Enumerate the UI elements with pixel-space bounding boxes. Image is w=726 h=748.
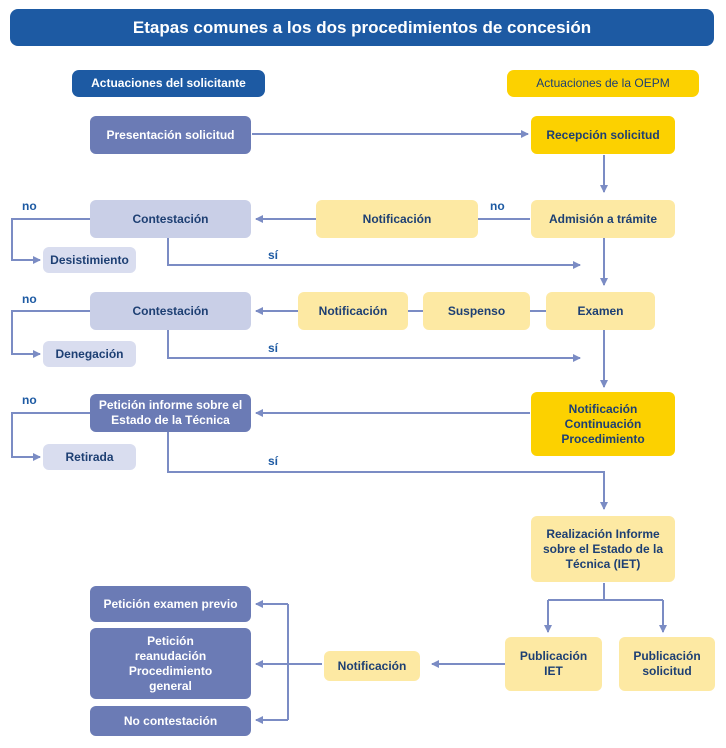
label-no-3: no	[22, 292, 37, 306]
contestacion-box-2: Contestación	[90, 292, 251, 330]
publicacion-solicitud-box: Publicación solicitud	[619, 637, 715, 691]
label-si-3: sí	[268, 454, 278, 468]
recepcion-solicitud-box: Recepción solicitud	[531, 116, 675, 154]
desistimiento-box: Desistimiento	[43, 247, 136, 273]
peticion-examen-box: Petición examen previo	[90, 586, 251, 622]
label-si-2: sí	[268, 341, 278, 355]
denegacion-box: Denegación	[43, 341, 136, 367]
label-si-1: sí	[268, 248, 278, 262]
peticion-informe-box: Petición informe sobre el Estado de la T…	[90, 394, 251, 432]
label-no-4: no	[22, 393, 37, 407]
notificacion-continuacion-box: Notificación Continuación Procedimiento	[531, 392, 675, 456]
label-no-1: no	[22, 199, 37, 213]
publicacion-iet-box: Publicación IET	[505, 637, 602, 691]
label-no-2: no	[490, 199, 505, 213]
realizacion-iet-box: Realización Informe sobre el Estado de l…	[531, 516, 675, 582]
no-contestacion-box: No contestación	[90, 706, 251, 736]
notificacion-box-3: Notificación	[324, 651, 420, 681]
peticion-reanudacion-box: Petición reanudación Procedimiento gener…	[90, 628, 251, 699]
notificacion-box-1: Notificación	[316, 200, 478, 238]
contestacion-box-1: Contestación	[90, 200, 251, 238]
notificacion-box-2: Notificación	[298, 292, 408, 330]
examen-box: Examen	[546, 292, 655, 330]
admision-tramite-box: Admisión a trámite	[531, 200, 675, 238]
suspenso-box: Suspenso	[423, 292, 530, 330]
presentacion-solicitud-box: Presentación solicitud	[90, 116, 251, 154]
retirada-box: Retirada	[43, 444, 136, 470]
